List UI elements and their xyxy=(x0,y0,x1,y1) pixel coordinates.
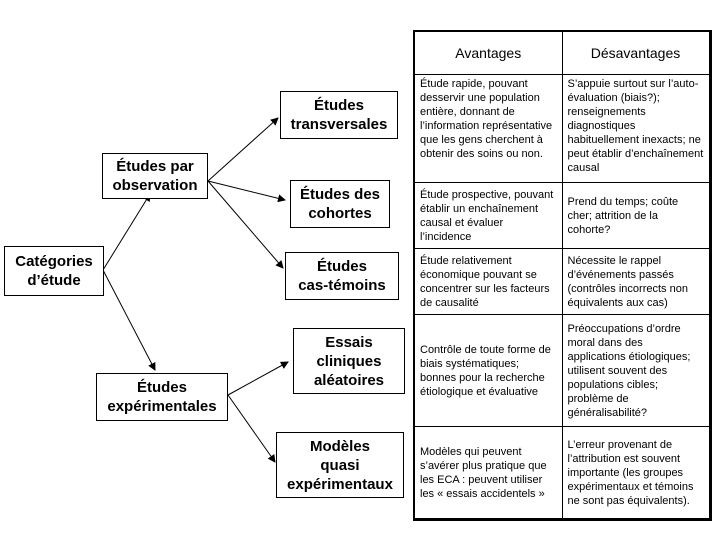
cell-disadvantage: L’erreur provenant de l’attribution est … xyxy=(561,426,711,520)
arrow-root-experimental xyxy=(102,269,156,371)
node-root: Catégories d’étude xyxy=(4,246,104,296)
cell-advantage: Contrôle de toute forme de biais systéma… xyxy=(413,314,563,427)
node-observation: Études par observation xyxy=(102,153,208,199)
table-row: Modèles qui peuvent s’avérer plus pratiq… xyxy=(413,426,711,520)
cell-disadvantage: Prend du temps; coûte cher; attrition de… xyxy=(561,182,711,249)
node-rct: Essais cliniques aléatoires xyxy=(293,328,405,394)
cell-disadvantage: Préoccupations d’ordre moral dans des ap… xyxy=(561,314,711,427)
table-row: Étude relativement économique pouvant se… xyxy=(413,248,711,315)
arrow-observation-cohorts xyxy=(207,180,286,203)
cell-advantage: Étude prospective, pouvant établir un en… xyxy=(413,182,563,249)
arrow-experimental-quasi xyxy=(227,394,276,463)
cell-advantage: Étude rapide, pouvant desservir une popu… xyxy=(413,74,563,183)
table-header-row: Avantages Désavantages xyxy=(413,30,711,75)
node-transversal: Études transversales xyxy=(280,91,398,139)
node-cohorts: Études des cohortes xyxy=(290,180,390,228)
node-quasi: Modèles quasi expérimentaux xyxy=(276,432,404,498)
comparison-table: Avantages Désavantages Étude rapide, pou… xyxy=(413,30,712,521)
arrow-observation-casecontrol xyxy=(207,180,284,269)
cell-advantage: Étude relativement économique pouvant se… xyxy=(413,248,563,315)
node-case-control: Études cas-témoins xyxy=(285,252,399,300)
table-row: Contrôle de toute forme de biais systéma… xyxy=(413,314,711,427)
header-disadvantages: Désavantages xyxy=(561,30,711,75)
node-experimental: Études expérimentales xyxy=(96,373,228,421)
table-row: Étude prospective, pouvant établir un en… xyxy=(413,182,711,249)
cell-disadvantage: S’appuie surtout sur l’auto-évaluation (… xyxy=(561,74,711,183)
cell-advantage: Modèles qui peuvent s’avérer plus pratiq… xyxy=(413,426,563,520)
header-advantages: Avantages xyxy=(413,30,563,75)
table-row: Étude rapide, pouvant desservir une popu… xyxy=(413,74,711,183)
cell-disadvantage: Nécessite le rappel d’événements passés … xyxy=(561,248,711,315)
arrow-root-observation xyxy=(102,193,151,271)
arrow-experimental-rct xyxy=(227,361,289,396)
arrow-observation-transversal xyxy=(207,117,279,182)
